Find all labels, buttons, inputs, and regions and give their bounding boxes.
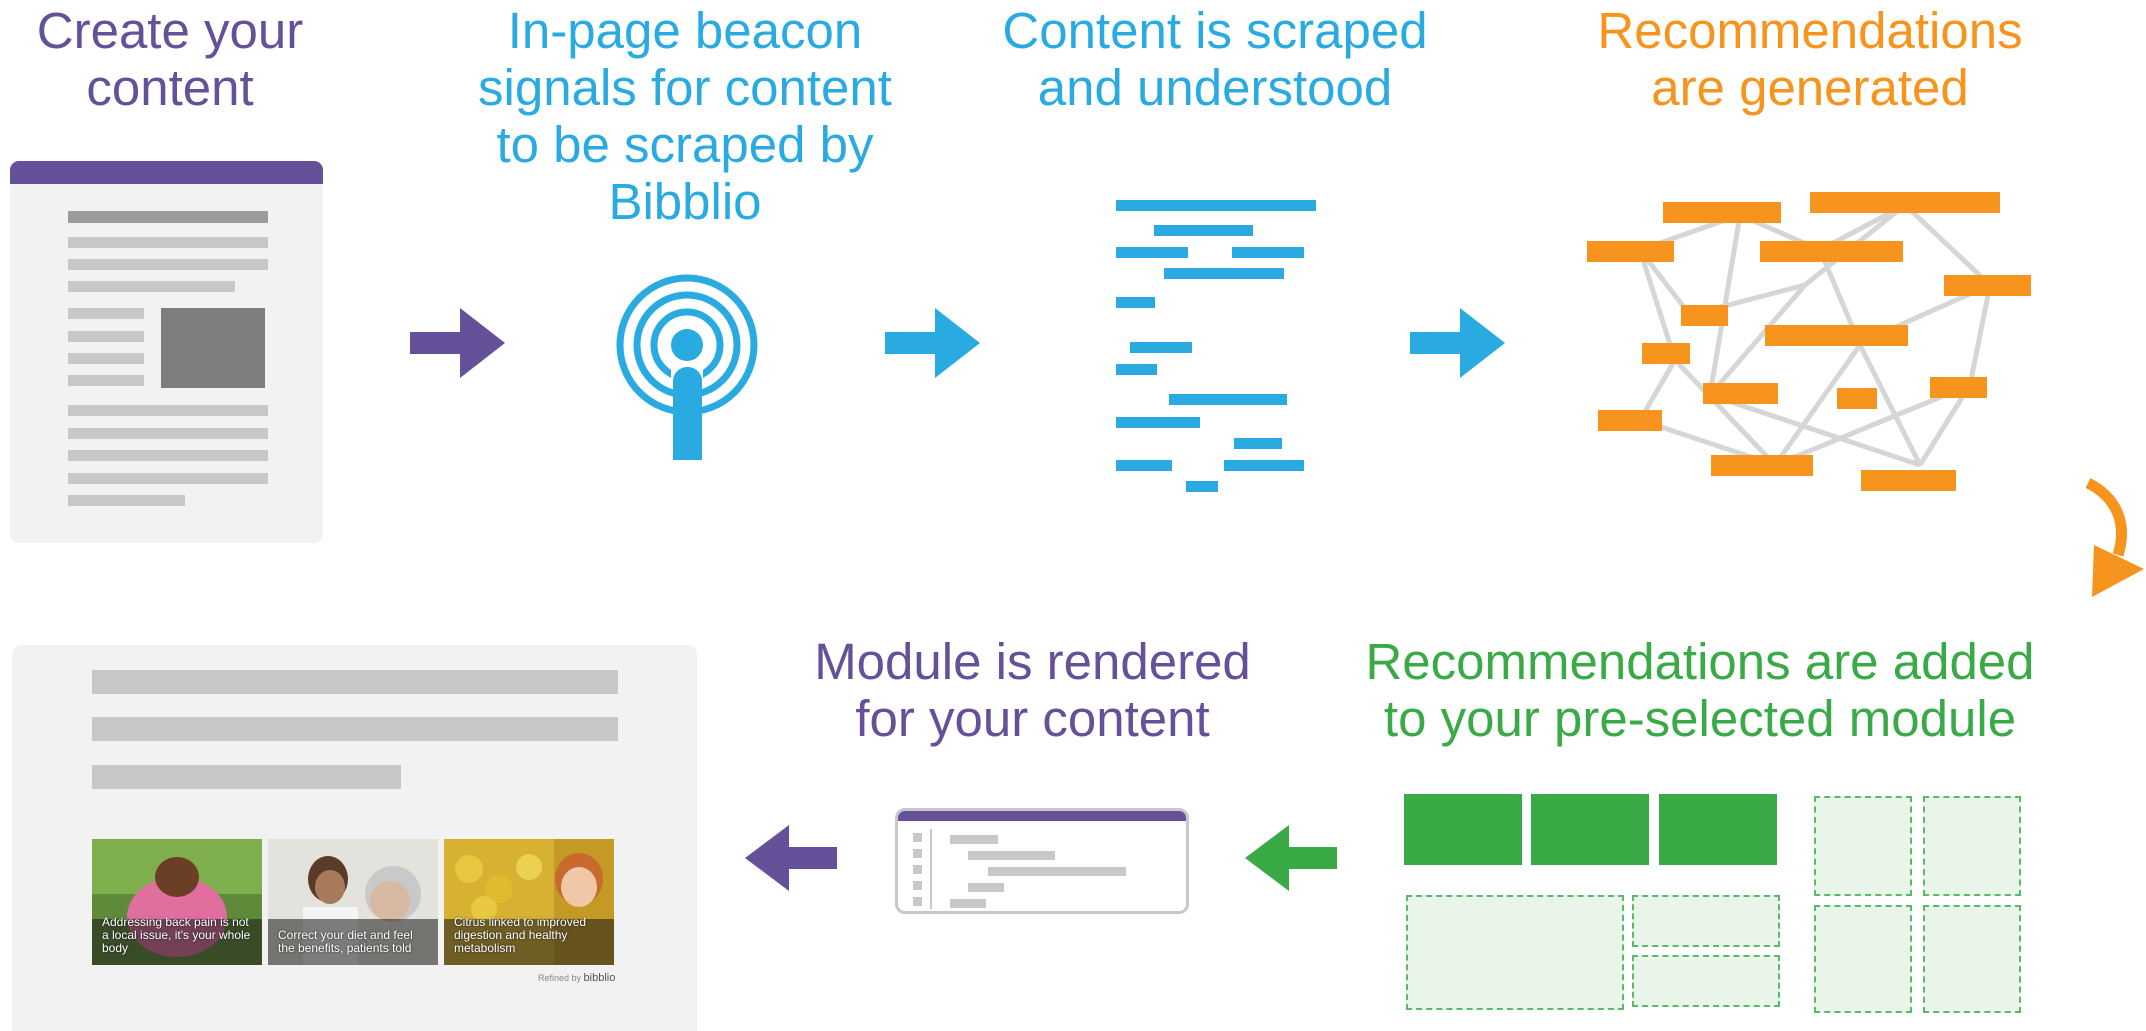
step-generated-title: Recommendations are generated (1597, 2, 2023, 116)
recommendation-card-caption: Citrus linked to improved digestion and … (454, 915, 587, 955)
scraped-lines-icon (1110, 195, 1340, 495)
step-beacon-title: In-page beacon signals for content to be… (478, 2, 892, 230)
network-graph-icon (1587, 192, 2031, 491)
refined-by-credit[interactable]: Refined by bibblio (538, 972, 615, 984)
module-window-icon (895, 808, 1189, 914)
beacon-icon (616, 274, 758, 460)
arrow-right-icon (885, 308, 980, 378)
arrow-left-icon (1245, 825, 1337, 891)
step-create-title: Create your content (36, 2, 304, 116)
curved-arrow-icon (2085, 478, 2144, 597)
recommendation-card[interactable]: Correct your diet and feel the benefits,… (268, 839, 438, 965)
arrow-right-icon (1410, 308, 1505, 378)
step-scraped-title: Content is scraped and understood (1002, 2, 1428, 116)
step-added-title: Recommendations are added to your pre-se… (1365, 633, 2035, 747)
bibblio-brand: bibblio (583, 972, 616, 984)
refined-by-label: Refined by (538, 973, 582, 983)
module-layout-icon (1400, 790, 2030, 1015)
step-rendered-title: Module is rendered for your content (814, 633, 1251, 747)
recommendation-card-caption: Correct your diet and feel the benefits,… (278, 928, 413, 955)
document-icon (10, 161, 323, 543)
recommendation-card[interactable]: Citrus linked to improved digestion and … (444, 839, 614, 965)
document-image-placeholder (161, 308, 265, 388)
rendered-page: Addressing back pain is not a local issu… (12, 645, 697, 1031)
arrow-right-icon (410, 308, 505, 378)
arrow-left-icon (745, 825, 837, 891)
recommendation-card-caption: Addressing back pain is not a local issu… (102, 915, 251, 955)
document-header-bar (10, 161, 323, 184)
recommendation-card[interactable]: Addressing back pain is not a local issu… (92, 839, 262, 965)
